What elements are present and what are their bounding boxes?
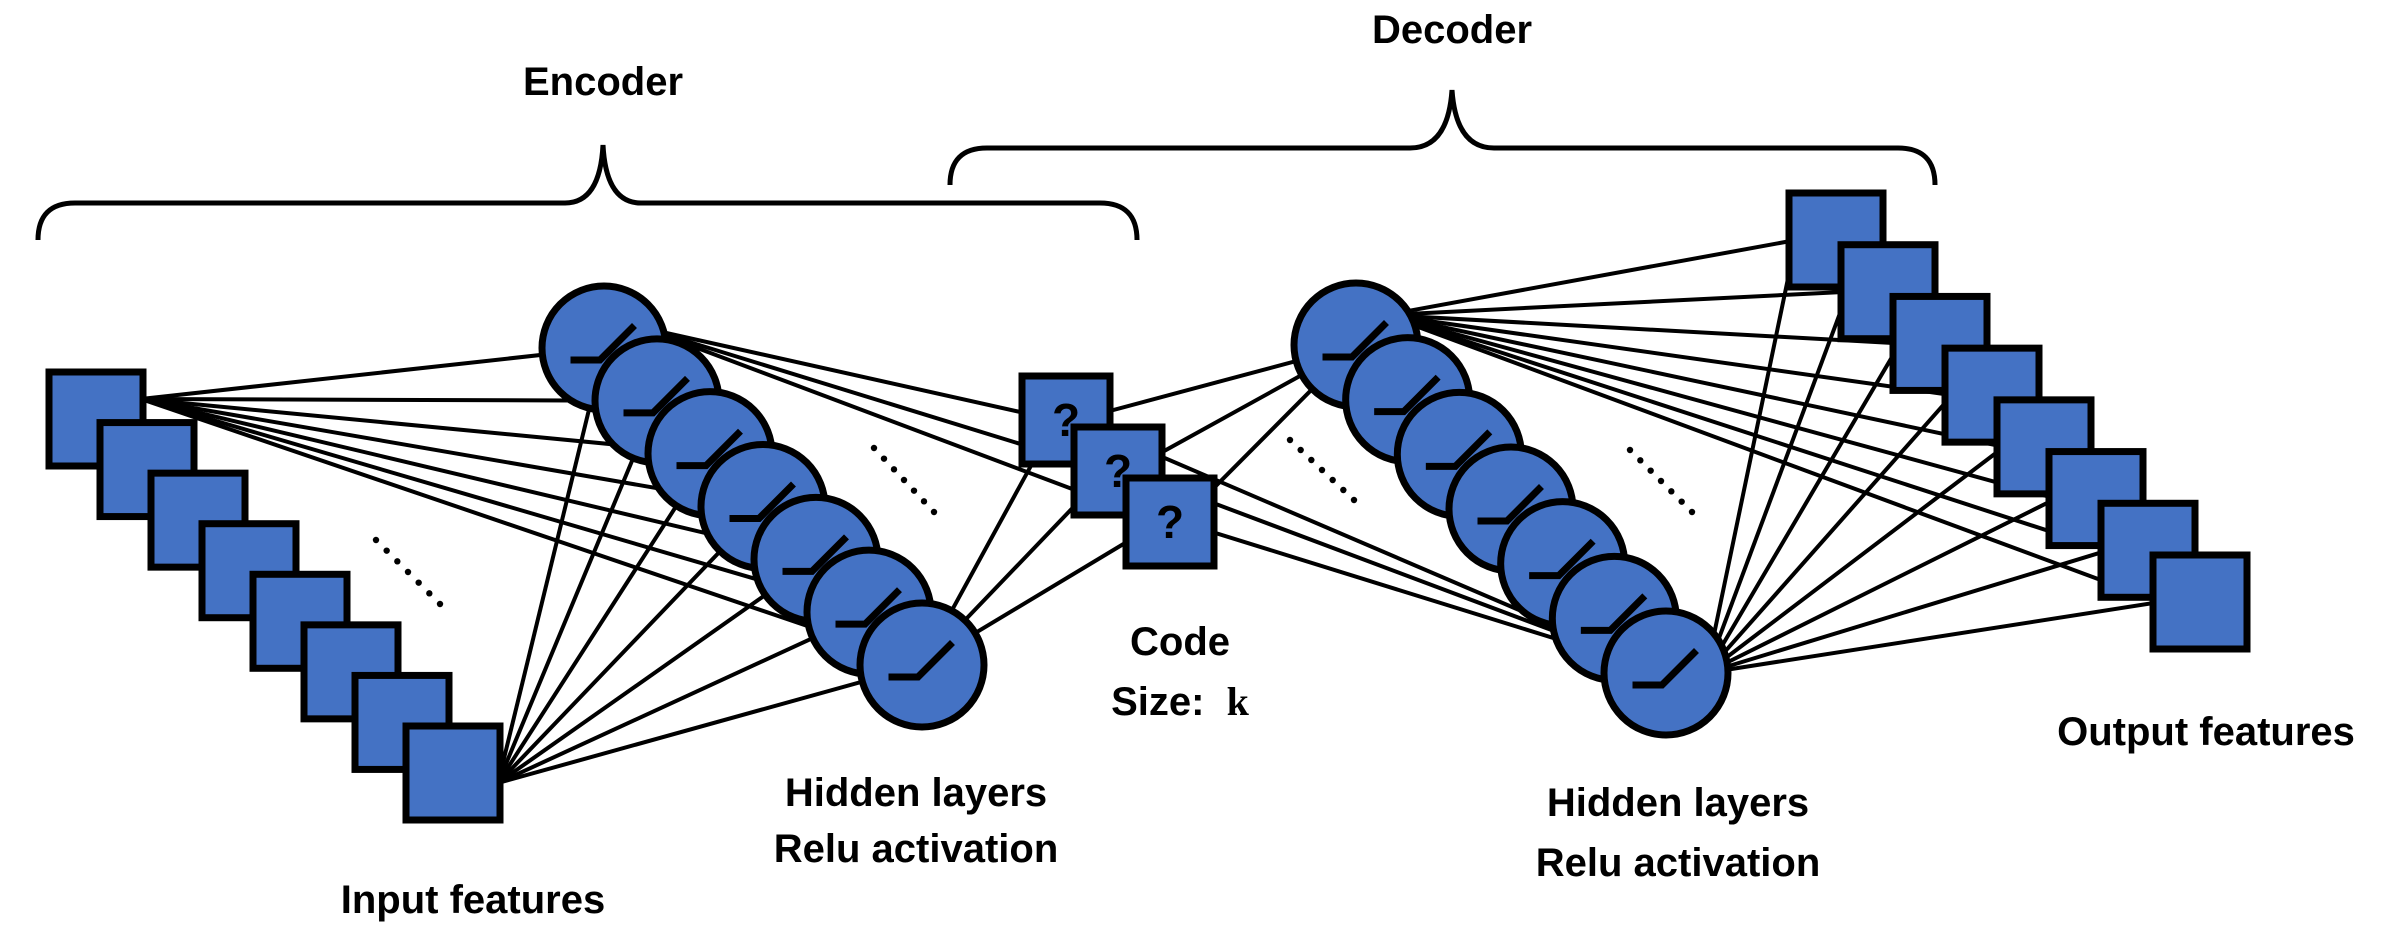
decoder-hidden-right-ellipsis-dot bbox=[1626, 446, 1634, 454]
relu-icon bbox=[1529, 538, 1596, 580]
hidden-to-output-edge bbox=[1704, 393, 1954, 675]
relu-icon bbox=[676, 428, 743, 470]
encoder-hidden-node bbox=[856, 599, 988, 731]
nodes: ??? bbox=[45, 189, 2251, 824]
decoder-hidden-layers-label: Hidden layers bbox=[1546, 781, 1810, 825]
decoder-hidden-right-ellipsis-dot bbox=[1688, 508, 1696, 516]
code-node-symbol: ? bbox=[1156, 496, 1184, 548]
encoder-relu-label: Relu activation bbox=[773, 827, 1059, 871]
encoder-hidden-ellipsis-dot bbox=[920, 498, 928, 505]
relu-icon bbox=[729, 481, 796, 522]
hidden-to-output-edge bbox=[1385, 289, 1849, 317]
encoder-hidden-node-body bbox=[856, 599, 988, 731]
decoder-hidden-right-ellipsis-dot bbox=[1637, 457, 1644, 464]
relu-icon bbox=[1477, 484, 1544, 525]
encoder-hidden-ellipsis-dot bbox=[900, 476, 908, 484]
input-ellipsis-dot bbox=[415, 579, 422, 586]
relu-icon bbox=[1580, 593, 1648, 634]
relu-icon bbox=[623, 375, 690, 417]
code-label: Code bbox=[1130, 620, 1230, 664]
input-features-label: Input features bbox=[340, 878, 606, 922]
relu-icon bbox=[570, 323, 637, 364]
input-ellipsis-dot bbox=[426, 590, 433, 597]
hidden-to-output-edge bbox=[1704, 239, 1798, 674]
encoder-hidden-ellipsis-dot bbox=[890, 466, 898, 473]
decoder-hidden-left-ellipsis-dot bbox=[1329, 476, 1336, 484]
input-ellipsis-dot bbox=[436, 600, 444, 608]
input-to-hidden-edge bbox=[496, 347, 606, 784]
input-ellipsis-dot bbox=[383, 547, 390, 554]
encoder-hidden-layers-label: Hidden layers bbox=[784, 771, 1048, 815]
encoder-hidden-ellipsis-dot bbox=[910, 487, 918, 494]
input-to-hidden-edge bbox=[496, 400, 659, 784]
decoder-hidden-right-ellipsis-dot bbox=[1657, 477, 1665, 485]
decoder-hidden-right-ellipsis-dot bbox=[1668, 488, 1675, 495]
hidden-to-output-edge bbox=[1705, 600, 2161, 675]
decoder-hidden-left-ellipsis-dot bbox=[1340, 486, 1347, 494]
input-node bbox=[402, 722, 504, 824]
relu-icon bbox=[1425, 429, 1493, 470]
hidden-to-output-edge bbox=[1705, 548, 2109, 675]
input-to-hidden-edge bbox=[140, 346, 605, 401]
relu-icon bbox=[835, 587, 902, 628]
relu-icon bbox=[1374, 374, 1441, 416]
encoder-hidden-ellipsis-dot bbox=[880, 455, 888, 462]
hidden-to-output-edge bbox=[1385, 313, 2109, 553]
decoder-hidden-right-ellipsis-dot bbox=[1678, 498, 1685, 505]
hidden-to-output-edge bbox=[1385, 313, 1901, 346]
relu-icon bbox=[1632, 648, 1699, 689]
decoder-hidden-left-ellipsis-dot bbox=[1308, 456, 1315, 464]
hidden-to-output-edge bbox=[1704, 342, 1902, 675]
output-node bbox=[2149, 551, 2251, 653]
decoder-label: Decoder bbox=[1371, 8, 1533, 52]
decoder-hidden-left-ellipsis-dot bbox=[1297, 446, 1304, 454]
input-ellipsis-dot bbox=[394, 558, 401, 565]
code-size-prefix: Size: bbox=[1111, 680, 1205, 724]
decoder-bracket bbox=[947, 89, 1938, 186]
code-size-label: Size: k bbox=[1111, 679, 1249, 724]
hidden-to-output-edge bbox=[1704, 291, 1850, 674]
output-features-label: Output features bbox=[2057, 710, 2355, 754]
ellipsis-dots bbox=[372, 436, 1696, 608]
encoder-label: Encoder bbox=[522, 60, 684, 104]
hidden-to-output-edge bbox=[1385, 313, 2005, 449]
decoder-relu-label: Relu activation bbox=[1535, 841, 1821, 885]
decoder-hidden-right-ellipsis-dot bbox=[1647, 467, 1654, 474]
input-ellipsis-dot bbox=[372, 536, 380, 544]
code-node-body bbox=[1122, 474, 1218, 570]
relu-icon bbox=[888, 640, 955, 681]
encoder-hidden-ellipsis-dot bbox=[930, 508, 938, 516]
hidden-to-output-edge bbox=[1385, 313, 2161, 604]
hidden-to-output-edge bbox=[1704, 445, 2006, 675]
decoder-hidden-left-ellipsis-dot bbox=[1350, 496, 1358, 504]
input-to-hidden-edge bbox=[497, 663, 923, 785]
output-node bbox=[1785, 189, 1887, 291]
encoder-hidden-ellipsis-dot bbox=[870, 444, 878, 452]
decoder-hidden-node-body bbox=[1600, 607, 1732, 739]
decoder-hidden-left-ellipsis-dot bbox=[1318, 466, 1326, 474]
code-node: ? bbox=[1122, 474, 1218, 570]
hidden-to-code-edge bbox=[643, 326, 1057, 422]
decoder-hidden-left-ellipsis-dot bbox=[1286, 436, 1294, 444]
hidden-to-output-edge bbox=[1385, 313, 1953, 398]
code-size-symbol: k bbox=[1226, 679, 1249, 724]
input-to-hidden-edge bbox=[497, 610, 870, 785]
brackets bbox=[35, 89, 1938, 241]
hidden-to-output-edge bbox=[1385, 238, 1797, 317]
input-to-hidden-edge bbox=[140, 397, 923, 667]
hidden-to-output-edge bbox=[1385, 313, 2057, 501]
output-node bbox=[2097, 499, 2199, 601]
encoder-bracket bbox=[35, 144, 1140, 241]
relu-icon bbox=[782, 534, 849, 575]
input-to-hidden-edge bbox=[140, 397, 870, 615]
decoder-hidden-node bbox=[1600, 607, 1732, 739]
input-ellipsis-dot bbox=[404, 568, 412, 576]
output-node bbox=[1941, 344, 2043, 446]
hidden-to-output-edge bbox=[1705, 496, 2057, 675]
relu-icon bbox=[1322, 320, 1389, 361]
